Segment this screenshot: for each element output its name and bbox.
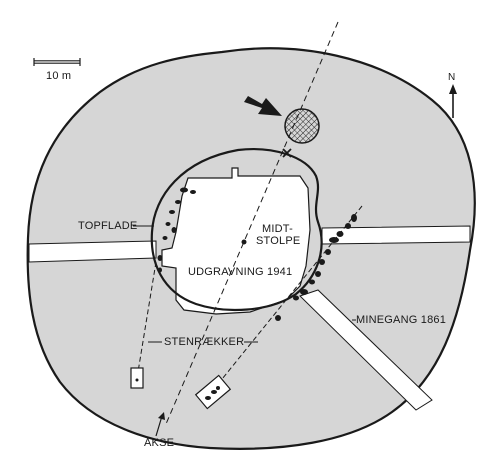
axis-arrow bbox=[155, 412, 165, 437]
north-label: N bbox=[448, 72, 456, 83]
centre-post-dot bbox=[241, 239, 247, 245]
stone-row-line-left bbox=[137, 261, 157, 373]
label-udgravning-1941: UDGRAVNING 1941 bbox=[188, 266, 293, 278]
stone-row-line-right bbox=[209, 205, 363, 395]
label-midtstolpe: MIDT- STOLPE bbox=[256, 223, 300, 247]
scale-label: 10 m bbox=[46, 70, 72, 82]
label-stenraekker: STENRÆKKER bbox=[164, 336, 245, 348]
pointer-arrow bbox=[244, 96, 282, 116]
label-midtstolpe-line2: STOLPE bbox=[256, 235, 301, 247]
label-topflade: TOPFLADE bbox=[78, 220, 138, 232]
north-arrow-icon bbox=[449, 84, 457, 118]
topflade-outline bbox=[150, 148, 323, 312]
x-marker bbox=[282, 148, 292, 158]
stones-left bbox=[157, 187, 196, 273]
label-midtstolpe-line1: MIDT- bbox=[262, 223, 293, 235]
scale-bar bbox=[33, 58, 81, 66]
label-akse: AKSE bbox=[144, 437, 175, 449]
mine-passage-1861 bbox=[299, 289, 433, 411]
band-left bbox=[28, 240, 157, 263]
stone-chamber-left bbox=[130, 367, 144, 389]
stone-chamber-right bbox=[194, 374, 232, 410]
label-minegang-1861: MINEGANG 1861 bbox=[356, 314, 447, 326]
axis-line bbox=[165, 21, 339, 425]
stones-right bbox=[275, 214, 357, 321]
